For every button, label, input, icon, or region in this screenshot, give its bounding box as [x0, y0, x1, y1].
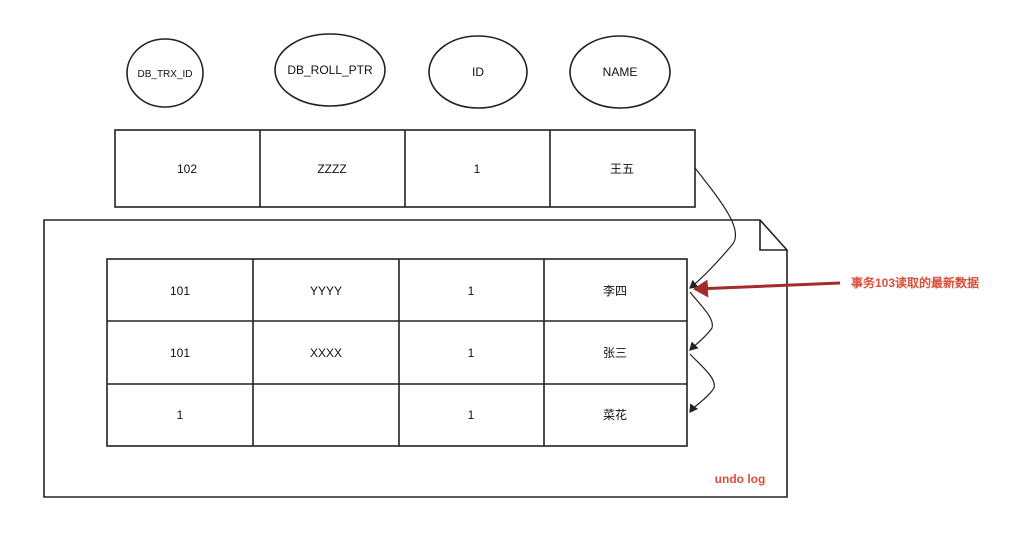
cell-name: 菜花: [603, 407, 627, 422]
undo-log-container: undo log: [43, 219, 788, 498]
undo-log-label: undo log: [715, 472, 766, 486]
undo-row: 101 XXXX 1 张三: [170, 346, 627, 360]
column-header-db-roll-ptr: DB_ROLL_PTR: [274, 33, 386, 107]
cell-name: 张三: [603, 346, 627, 360]
roll-pointer-arrow: [689, 167, 737, 289]
undo-log-table: 101 YYYY 1 李四 101 XXXX 1 张三 1 1 菜花: [106, 258, 688, 447]
cell-db-trx-id: 102: [177, 162, 197, 176]
cell-name: 王五: [610, 162, 634, 176]
roll-pointer-chain: [689, 167, 737, 413]
roll-pointer-arrow: [689, 291, 713, 351]
annotation-arrow: [693, 279, 841, 298]
cell-id: 1: [474, 162, 481, 176]
cell-db-trx-id: 101: [170, 346, 190, 360]
cell-name: 李四: [603, 283, 627, 298]
roll-pointer-arrow: [689, 353, 715, 413]
column-header-label: ID: [472, 65, 484, 79]
cell-db-trx-id: 1: [177, 408, 184, 422]
annotation-text: 事务103读取的最新数据: [851, 275, 979, 290]
cell-db-trx-id: 101: [170, 284, 190, 298]
column-header-name: NAME: [569, 35, 671, 109]
column-headers: DB_TRX_ID DB_ROLL_PTR ID NAME: [126, 33, 671, 109]
undo-row: 1 1 菜花: [177, 407, 627, 422]
cell-id: 1: [468, 346, 475, 360]
column-header-label: NAME: [603, 65, 638, 79]
cell-db-roll-ptr: YYYY: [310, 284, 342, 298]
cell-id: 1: [468, 408, 475, 422]
cell-db-roll-ptr: ZZZZ: [317, 162, 346, 176]
cell-db-roll-ptr: XXXX: [310, 346, 342, 360]
column-header-id: ID: [428, 35, 528, 109]
annotation: 事务103读取的最新数据: [693, 275, 979, 298]
undo-row: 101 YYYY 1 李四: [170, 283, 627, 298]
column-header-label: DB_TRX_ID: [137, 69, 192, 80]
current-row: 102 ZZZZ 1 王五: [114, 129, 696, 208]
column-header-label: DB_ROLL_PTR: [287, 63, 373, 77]
cell-id: 1: [468, 284, 475, 298]
column-header-db-trx-id: DB_TRX_ID: [126, 38, 204, 108]
